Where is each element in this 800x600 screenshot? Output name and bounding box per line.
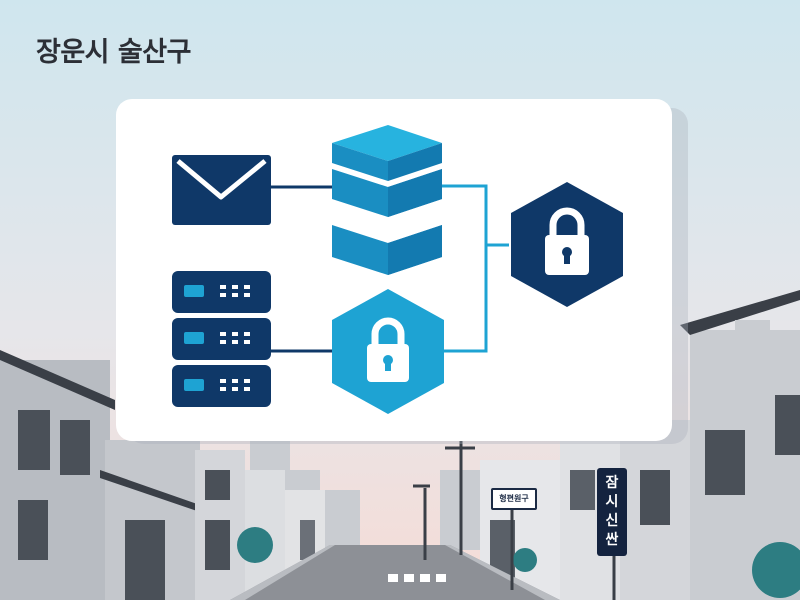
lock-icon: [511, 182, 623, 307]
vertical-shop-sign: 잠 시 신 싼: [597, 468, 627, 556]
right-buildings: [480, 290, 800, 600]
page-title: 장운시 술산구: [36, 37, 191, 68]
sign-char: 신: [605, 513, 619, 529]
network-diagram-card: [116, 99, 672, 441]
server-rack-icon: [172, 271, 271, 407]
lock-icon: [332, 289, 444, 414]
street-sign: 형편원구: [491, 488, 537, 510]
network-diagram: [172, 125, 623, 414]
sign-char: 시: [605, 494, 619, 510]
envelope-icon: [172, 155, 271, 225]
database-icon: [332, 125, 442, 275]
sign-char: 잠: [605, 475, 619, 491]
sign-char: 싼: [605, 532, 619, 548]
connector-lines: [442, 184, 509, 353]
